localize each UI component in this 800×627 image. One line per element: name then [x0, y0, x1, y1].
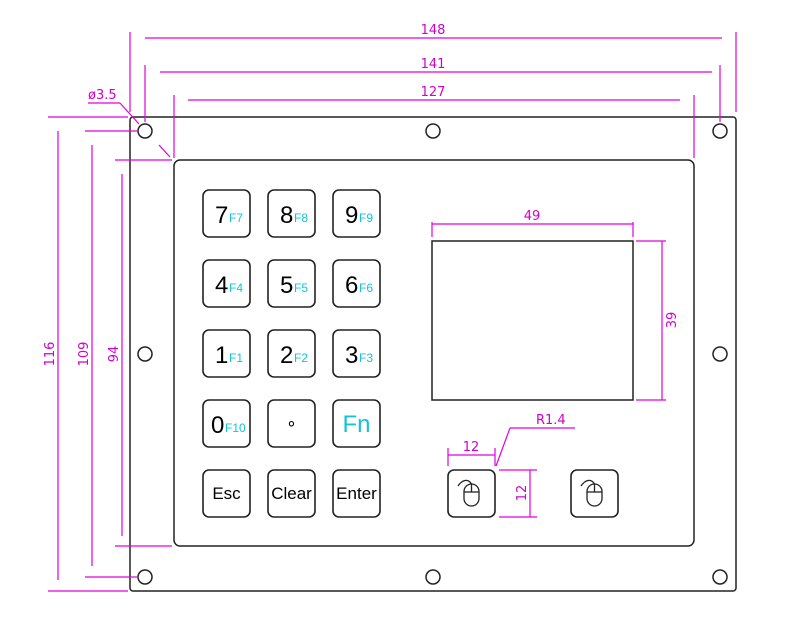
mounting-hole — [137, 569, 153, 585]
dim-hole-spacing: 141 — [421, 57, 446, 72]
mounting-hole — [425, 123, 441, 139]
key-label: 3 — [345, 342, 358, 369]
key-dot[interactable]: ∘ — [267, 399, 316, 448]
key-function-label: F2 — [294, 351, 308, 365]
dim-corner-radius: R1.4 — [536, 413, 566, 428]
key-function-label: F10 — [225, 421, 246, 435]
dim-screen-width: 49 — [524, 209, 541, 224]
key-label: 0 — [211, 412, 224, 439]
mouse-button-dimensions: 12 12 R1.4 — [447, 413, 575, 518]
key-function-label: F4 — [229, 281, 243, 295]
mouse-icon — [457, 479, 480, 507]
key-function-label: F8 — [294, 211, 308, 225]
mounting-hole — [425, 569, 441, 585]
mounting-hole — [137, 123, 153, 139]
key-label: Fn — [342, 411, 370, 438]
key-label: 4 — [215, 272, 228, 299]
dim-inner-height: 94 — [107, 346, 122, 363]
key-label: ∘ — [286, 414, 297, 433]
key-function-label: F9 — [359, 211, 373, 225]
mouse-button-right[interactable] — [570, 469, 619, 518]
top-dimensions: 148 141 127 ø3.5 — [88, 23, 737, 158]
dim-button-height: 12 — [515, 485, 530, 502]
key-function-label: F5 — [294, 281, 308, 295]
key-label: 6 — [345, 272, 358, 299]
key-label: 5 — [280, 272, 293, 299]
mounting-hole — [712, 123, 728, 139]
display-window — [431, 240, 634, 401]
dim-button-width: 12 — [463, 440, 480, 455]
key-clear[interactable]: Clear — [267, 469, 316, 518]
key-function-label: F3 — [359, 351, 373, 365]
key-label: 2 — [280, 342, 293, 369]
mounting-hole — [712, 346, 728, 362]
key-label: Enter — [336, 484, 377, 503]
key-label: Esc — [212, 484, 241, 503]
dim-hole-vertical: 109 — [77, 342, 92, 367]
dim-overall-width: 148 — [421, 23, 446, 38]
mouse-button-left[interactable] — [447, 469, 496, 518]
key-label: Clear — [271, 484, 312, 503]
mounting-hole — [712, 569, 728, 585]
key-function-label: F1 — [229, 351, 243, 365]
key-label: 8 — [280, 202, 293, 229]
mounting-hole — [137, 346, 153, 362]
dim-inner-width: 127 — [421, 85, 446, 100]
key-function-label: F7 — [229, 211, 243, 225]
key-function-label: F6 — [359, 281, 373, 295]
dim-overall-height: 116 — [43, 342, 58, 367]
key-fn[interactable]: Fn — [332, 399, 381, 448]
dim-screen-height: 39 — [665, 312, 680, 329]
dim-hole-diameter: ø3.5 — [88, 88, 117, 103]
display-dimensions: 49 39 — [431, 209, 680, 401]
key-label: 1 — [215, 342, 228, 369]
key-label: 9 — [345, 202, 358, 229]
left-dimensions: 116 109 94 — [43, 116, 172, 592]
key-esc[interactable]: Esc — [202, 469, 251, 518]
mouse-icon — [580, 479, 603, 507]
key-label: 7 — [215, 202, 228, 229]
key-enter[interactable]: Enter — [332, 469, 381, 518]
